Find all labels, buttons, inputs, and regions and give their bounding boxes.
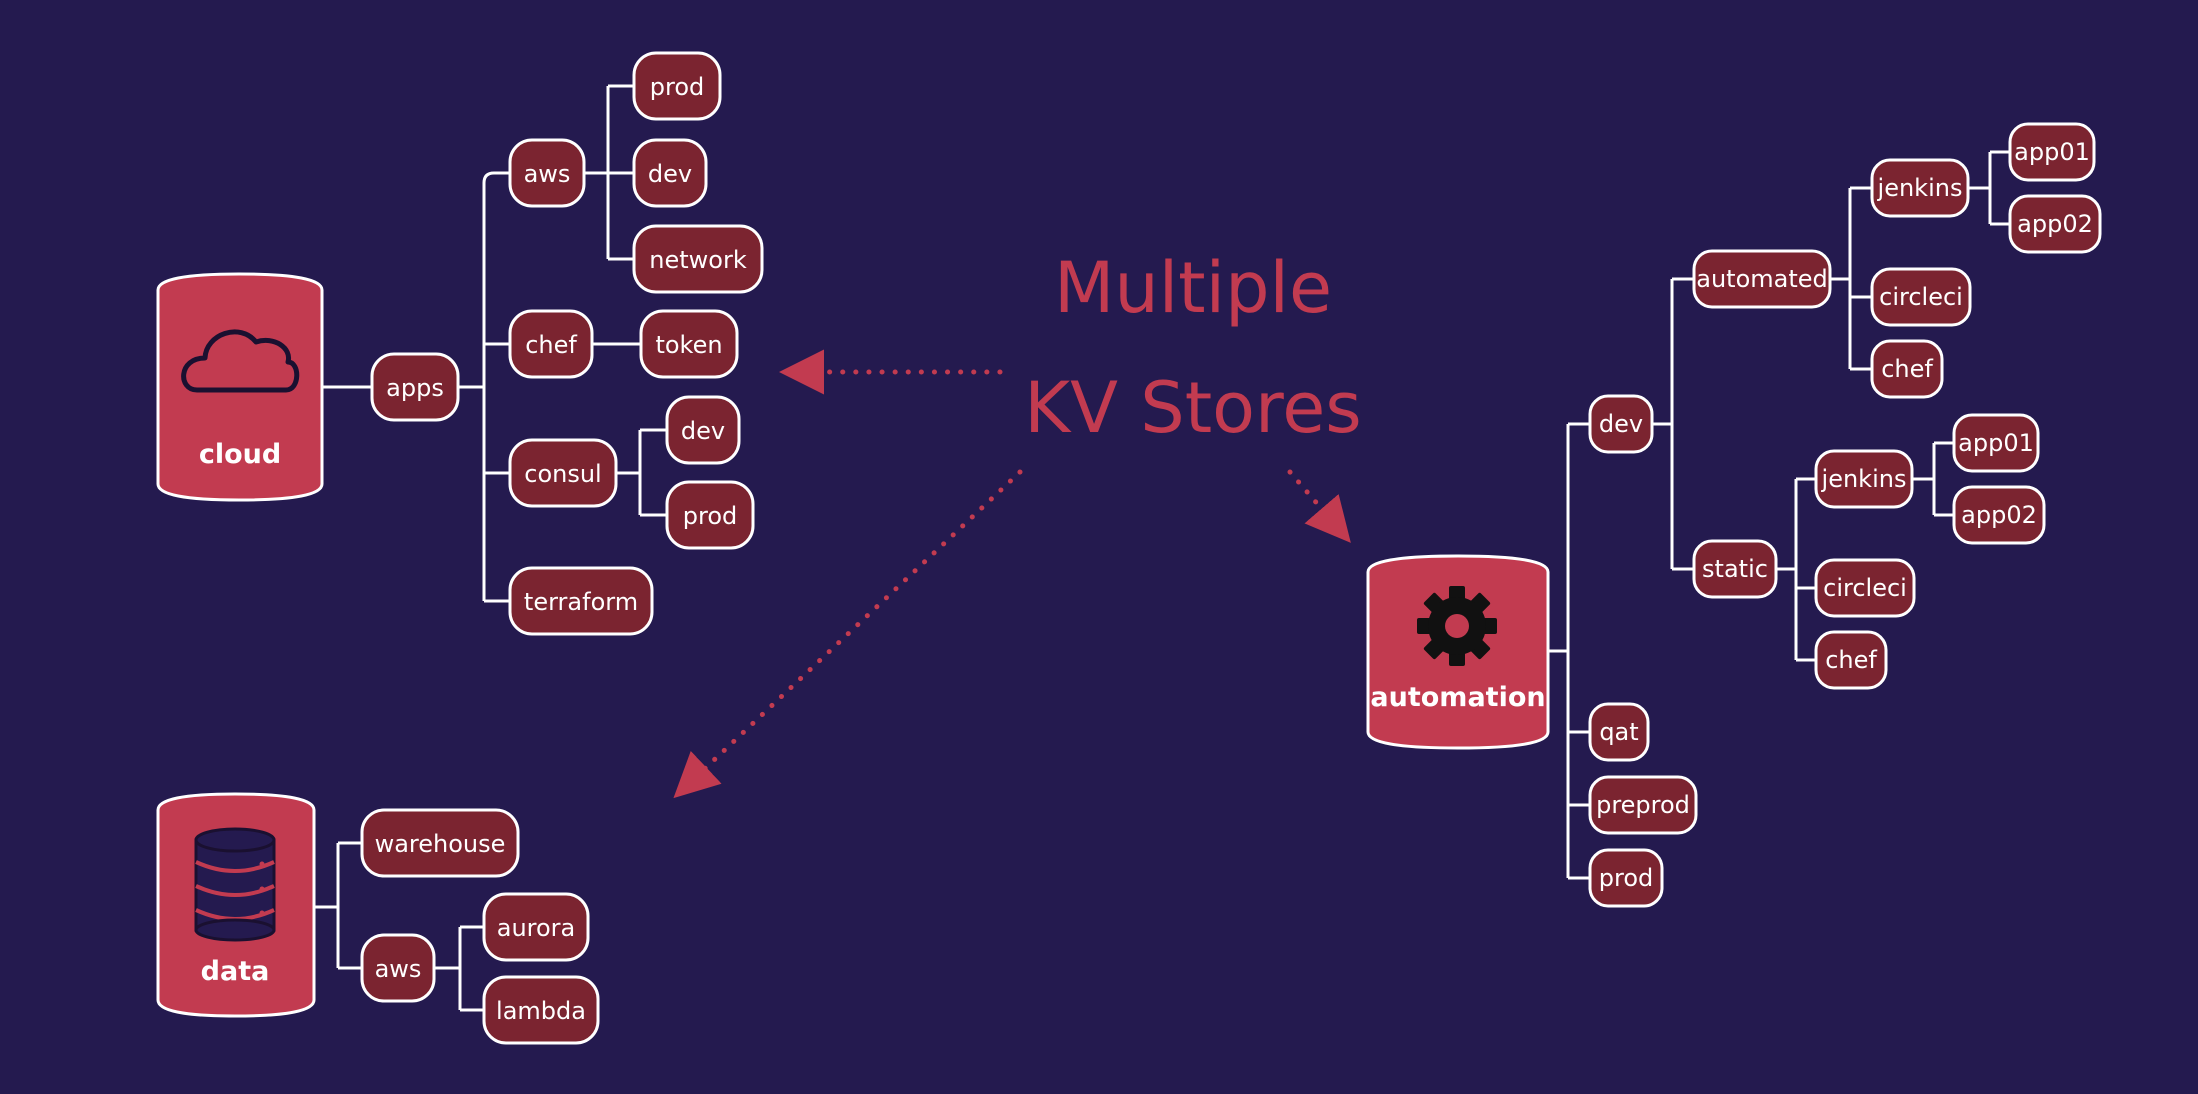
node-label: token	[655, 331, 722, 359]
node-chef-token[interactable]: token	[639, 309, 739, 379]
store-automation[interactable]: automation	[1366, 554, 1550, 750]
store-label-data: data	[201, 956, 270, 987]
node-label: app01	[2014, 138, 2090, 166]
node-label: prod	[650, 73, 705, 101]
node-automated-app01[interactable]: app01	[2008, 122, 2096, 182]
node-label: apps	[386, 374, 444, 402]
node-consul-dev[interactable]: dev	[665, 395, 741, 465]
node-automated-app02[interactable]: app02	[2008, 194, 2102, 254]
node-static-circleci[interactable]: circleci	[1814, 558, 1916, 618]
node-label: automated	[1696, 265, 1828, 293]
node-aws-prod[interactable]: prod	[632, 51, 722, 121]
gear-icon	[1417, 586, 1497, 666]
cloud-icon	[181, 329, 300, 393]
node-label: app02	[1961, 501, 2037, 529]
node-label: static	[1702, 555, 1768, 583]
node-label: chef	[525, 331, 577, 359]
arrow-to-automation	[1287, 469, 1351, 543]
node-label: prod	[1599, 864, 1654, 892]
store-label-cloud: cloud	[199, 439, 281, 470]
node-consul-prod[interactable]: prod	[665, 480, 755, 550]
node-label: aws	[524, 160, 571, 188]
node-label: aurora	[497, 914, 576, 942]
node-aws-dev[interactable]: dev	[632, 138, 708, 208]
node-aws-network[interactable]: network	[632, 224, 764, 294]
title-line-1: Multiple	[1054, 247, 1332, 329]
node-consul[interactable]: consul	[508, 438, 618, 508]
node-static-app02[interactable]: app02	[1952, 485, 2046, 545]
data-tree: warehouse aws aurora lambda	[360, 808, 600, 1045]
dotted-arrows	[673, 349, 1351, 799]
node-warehouse[interactable]: warehouse	[360, 808, 520, 878]
node-apps[interactable]: apps	[370, 352, 460, 422]
node-label: jenkins	[1821, 465, 1907, 493]
store-data[interactable]: data	[156, 792, 316, 1018]
arrow-to-data	[673, 469, 1023, 799]
node-label: network	[649, 246, 747, 274]
node-data-aws[interactable]: aws	[360, 933, 436, 1003]
node-static-app01[interactable]: app01	[1952, 413, 2040, 473]
node-label: consul	[524, 460, 601, 488]
node-label: dev	[1599, 410, 1643, 438]
node-label: circleci	[1823, 574, 1907, 602]
store-label-automation: automation	[1370, 682, 1545, 713]
node-label: circleci	[1879, 283, 1963, 311]
node-auto-prod[interactable]: prod	[1588, 848, 1664, 908]
cloud-tree: apps aws prod dev network chef token co	[370, 51, 764, 636]
node-label: warehouse	[375, 830, 506, 858]
node-label: preprod	[1596, 791, 1690, 819]
node-static[interactable]: static	[1692, 539, 1778, 599]
node-lambda[interactable]: lambda	[482, 975, 600, 1045]
node-auto-dev[interactable]: dev	[1588, 394, 1654, 454]
node-label: chef	[1825, 646, 1877, 674]
node-aws[interactable]: aws	[508, 138, 586, 208]
node-automated-jenkins[interactable]: jenkins	[1870, 158, 1970, 218]
node-label: prod	[683, 502, 738, 530]
node-label: app02	[2017, 210, 2093, 238]
store-cloud[interactable]: cloud	[156, 272, 324, 502]
node-label: aws	[375, 955, 422, 983]
node-automated-chef[interactable]: chef	[1870, 339, 1944, 399]
automation-tree: dev automated jenkins app01 app02 circle…	[1588, 122, 2102, 908]
node-chef[interactable]: chef	[508, 309, 594, 379]
node-terraform[interactable]: terraform	[508, 566, 654, 636]
node-aurora[interactable]: aurora	[482, 892, 590, 962]
node-label: lambda	[496, 997, 586, 1025]
node-preprod[interactable]: preprod	[1588, 775, 1698, 835]
node-qat[interactable]: qat	[1588, 702, 1650, 762]
node-label: dev	[681, 417, 725, 445]
node-label: terraform	[524, 588, 638, 616]
node-label: qat	[1599, 718, 1638, 746]
node-label: jenkins	[1877, 174, 1963, 202]
node-automated[interactable]: automated	[1692, 249, 1832, 309]
title-line-2: KV Stores	[1024, 367, 1362, 449]
node-label: dev	[648, 160, 692, 188]
node-static-jenkins[interactable]: jenkins	[1814, 449, 1914, 509]
node-label: chef	[1881, 355, 1933, 383]
node-automated-circleci[interactable]: circleci	[1870, 267, 1972, 327]
node-label: app01	[1958, 429, 2034, 457]
tree-connectors	[314, 84, 2010, 1012]
database-icon	[194, 827, 276, 942]
node-static-chef[interactable]: chef	[1814, 630, 1888, 690]
